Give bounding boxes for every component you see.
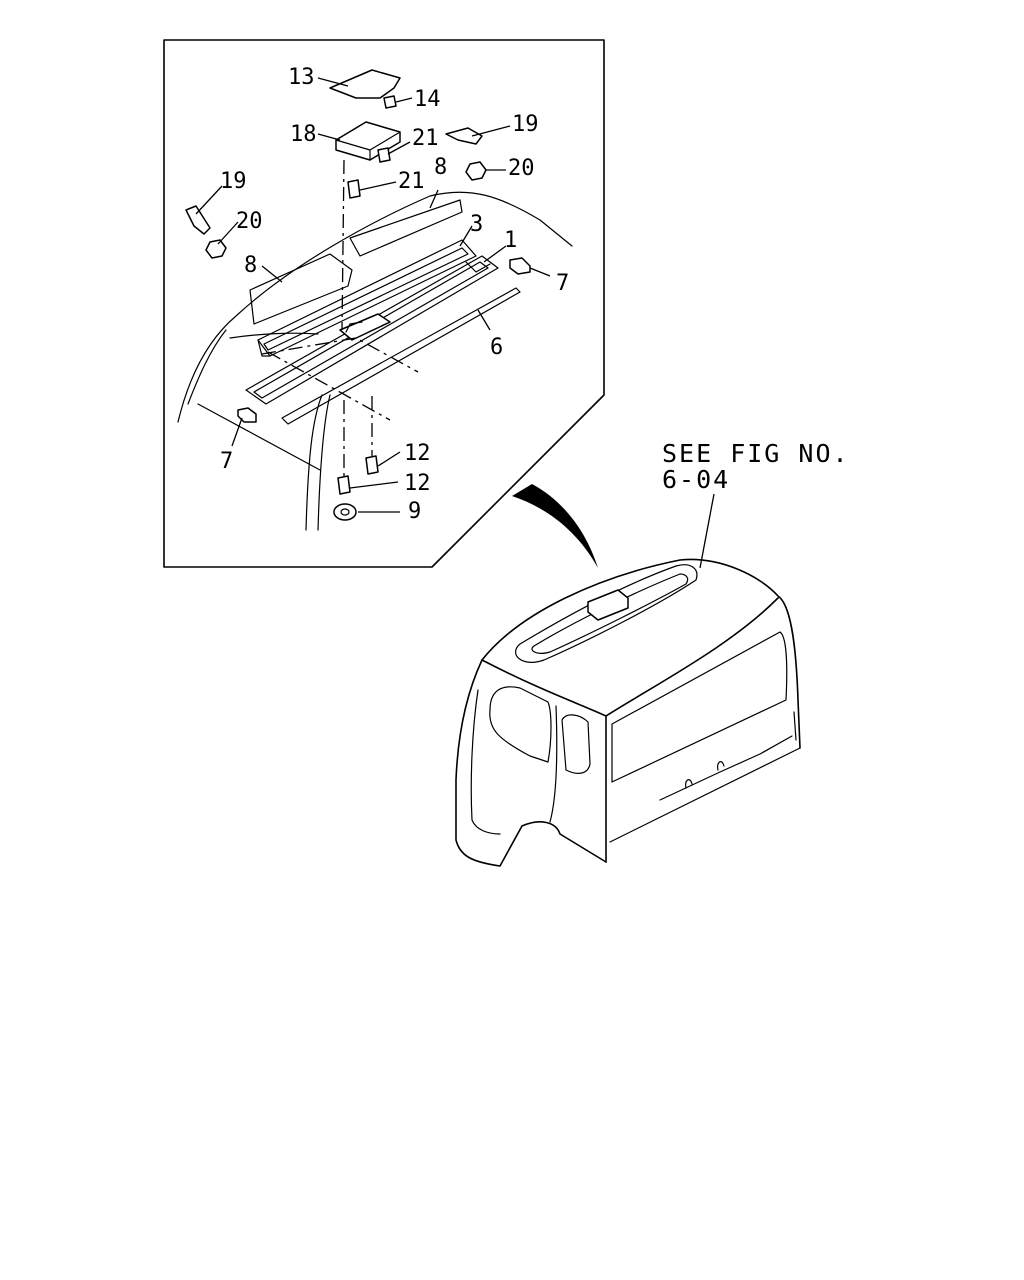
nut-20-left [205, 239, 227, 259]
bracket-19-right [445, 127, 483, 145]
frame-bracket [339, 313, 391, 341]
label-14: 14 [414, 87, 441, 112]
label-7-left: 7 [220, 449, 233, 474]
bolt-21-upper [377, 147, 391, 163]
front-door-window [489, 686, 552, 763]
bolt-21-lower [347, 179, 361, 199]
label-18: 18 [290, 122, 317, 147]
side-window-small [561, 714, 591, 774]
label-8-right: 8 [434, 155, 447, 180]
label-21-lower: 21 [398, 169, 425, 194]
nut-20-right [465, 161, 487, 181]
roof-outline [177, 191, 573, 531]
label-12-lower: 12 [404, 471, 431, 496]
leader-lines [195, 77, 551, 513]
reference-line-2: 6-04 [662, 465, 730, 494]
label-20-right: 20 [508, 156, 535, 181]
plate [329, 69, 401, 99]
glass-panel-left [249, 253, 353, 325]
label-6: 6 [490, 335, 503, 360]
label-7-right: 7 [556, 271, 569, 296]
bracket-19-left [185, 205, 211, 235]
label-19-left: 19 [220, 169, 247, 194]
reference-leader [699, 493, 715, 569]
detail-inset: 13 14 18 21 21 19 20 19 20 8 8 3 1 7 6 7… [163, 39, 605, 568]
clip-right [509, 257, 531, 275]
inset-frame [163, 39, 605, 568]
strip [281, 287, 521, 425]
bolt-12-right [365, 455, 379, 475]
label-19-right: 19 [512, 112, 539, 137]
reference-line-1: SEE FIG NO. [662, 439, 850, 468]
bolt-14 [383, 95, 397, 109]
centerline [267, 351, 391, 421]
label-20-left: 20 [236, 209, 263, 234]
label-21-upper: 21 [412, 126, 439, 151]
detail-pointer-arrow [512, 484, 598, 568]
bolt-12-left [337, 475, 351, 495]
roof-lamp [587, 589, 629, 621]
nut-9 [333, 503, 357, 521]
lamp-housing [335, 121, 401, 161]
part-labels: 13 14 18 21 21 19 20 19 20 8 8 3 1 7 6 7… [220, 65, 569, 524]
vehicle-body [455, 558, 801, 867]
side-window-large [611, 631, 788, 783]
label-8-left: 8 [244, 253, 257, 278]
label-13: 13 [288, 65, 315, 90]
label-3: 3 [470, 212, 483, 237]
outer-frame [245, 255, 499, 405]
label-12-upper: 12 [404, 441, 431, 466]
label-1: 1 [504, 228, 517, 253]
label-9: 9 [408, 499, 421, 524]
inner-frame [257, 239, 477, 357]
glass-panel-right [349, 199, 463, 257]
